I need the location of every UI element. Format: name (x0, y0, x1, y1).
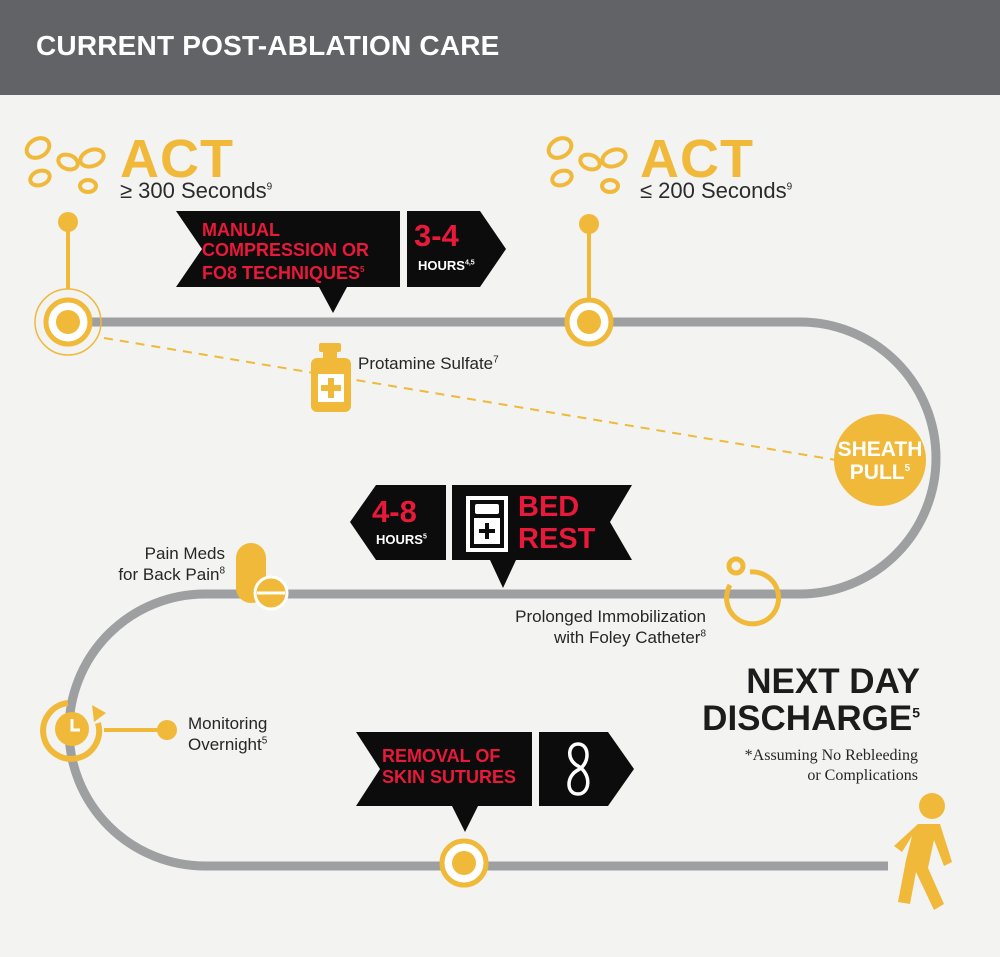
compression-duration-arrow (407, 211, 506, 287)
sheath-pull-circle (834, 414, 926, 506)
header-bar: CURRENT POST-ABLATION CARE (0, 0, 1000, 95)
act-end-value: ≤ 200 Seconds9 (640, 178, 793, 203)
manual-compression-text: MANUAL COMPRESSION OR FO8 TECHNIQUES5 (202, 220, 370, 283)
act-end-node (564, 214, 614, 347)
bed-rest-duration-value: 4-8 (372, 494, 417, 529)
manual-compression-callout (176, 211, 400, 313)
suture-icon (567, 742, 590, 796)
suture-arrow (539, 732, 634, 806)
sheath-pull-label: SHEATH PULL5 (837, 438, 923, 485)
pain-meds-label: Pain Meds for Back Pain8 (118, 544, 225, 585)
bed-rest-duration-unit: HOURS5 (376, 532, 427, 547)
monitoring-label: Monitoring Overnight5 (188, 714, 268, 755)
compression-duration-value: 3-4 (414, 218, 459, 253)
bed-rest-text: BED REST (518, 491, 596, 555)
compression-duration-unit: HOURS4,5 (418, 258, 475, 273)
act-start-label: ACT (120, 129, 234, 189)
catheter-icon (724, 556, 782, 627)
sutures-node (439, 838, 489, 888)
discharge-title: NEXT DAY DISCHARGE5 (702, 662, 920, 738)
blood-cells-icon-2 (546, 136, 628, 194)
blood-cells-icon (24, 136, 106, 194)
page-title: CURRENT POST-ABLATION CARE (36, 30, 500, 61)
clock-icon (40, 700, 177, 762)
medicine-bottle-icon (311, 343, 351, 412)
protamine-label: Protamine Sulfate7 (358, 354, 499, 373)
foley-label: Prolonged Immobilization with Foley Cath… (515, 607, 706, 648)
sutures-text: REMOVAL OF SKIN SUTURES (382, 746, 517, 787)
act-start-value: ≥ 300 Seconds9 (120, 178, 273, 203)
hospital-bed-icon (466, 496, 508, 552)
bed-rest-duration-arrow (350, 485, 446, 560)
start-node (34, 212, 102, 356)
sutures-callout (356, 732, 532, 832)
walking-person-icon (894, 793, 952, 910)
pill-capsule-icon (236, 543, 289, 611)
protamine-shortcut-line (103, 337, 849, 463)
act-end-label: ACT (640, 129, 754, 189)
discharge-note: *Assuming No Rebleeding or Complications (744, 747, 918, 784)
timeline-path (64, 317, 941, 871)
